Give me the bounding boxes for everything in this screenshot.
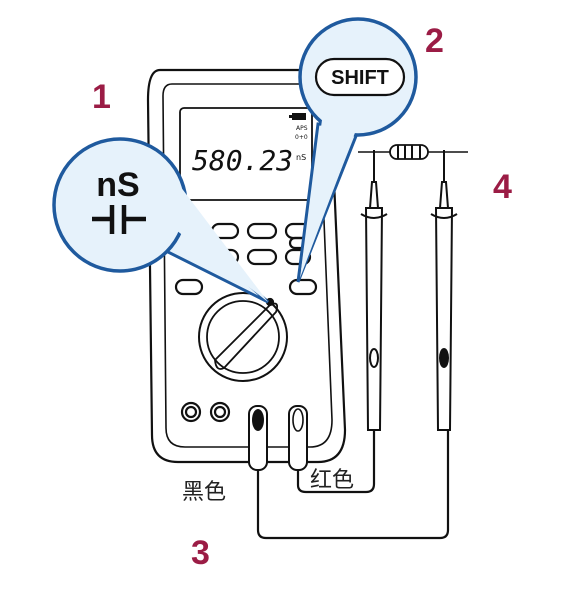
black-lead-plug — [248, 405, 268, 471]
shift-callout-button — [314, 57, 406, 97]
battery-icon — [292, 113, 306, 120]
shift-callout-label: SHIFT — [331, 67, 389, 89]
button-row2-b[interactable] — [246, 248, 278, 266]
jack-a-inner — [184, 405, 198, 419]
step-2-label: 2 — [425, 22, 444, 60]
function-callout: nS — [52, 137, 270, 304]
multimeter — [146, 68, 347, 464]
step-3-label: 3 — [191, 534, 210, 572]
lcd-sub-indicator: 0+0 — [295, 134, 308, 141]
black-lead-label: 黑色 — [182, 480, 227, 505]
resistor-icon — [358, 144, 468, 160]
lcd-content: APS 0+0 580.23 nS — [192, 113, 308, 177]
button-row3-a[interactable] — [174, 278, 204, 296]
shift-button[interactable] — [288, 278, 318, 296]
jack-b-inner — [213, 405, 227, 419]
jack-b — [209, 401, 231, 423]
lcd-unit: nS — [296, 153, 306, 162]
lcd-screen — [179, 107, 313, 201]
step-4-label: 4 — [493, 168, 512, 206]
probe-wire — [256, 430, 450, 540]
red-lead-wire — [296, 430, 376, 494]
shift-callout: SHIFT — [296, 17, 418, 283]
button-row2-c[interactable] — [284, 248, 312, 266]
rotary-dial-ring — [198, 292, 288, 382]
lcd-aps-indicator: APS — [296, 125, 308, 132]
jack-a — [180, 401, 202, 423]
meter-case — [146, 68, 347, 464]
step-1-label: 1 — [92, 78, 111, 116]
button-row1-b[interactable] — [246, 222, 278, 240]
black-test-probe — [430, 150, 458, 431]
red-test-probe — [360, 150, 388, 431]
callout-ns-label: nS — [96, 166, 139, 204]
red-lead-label: 红色 — [310, 468, 355, 493]
red-lead-plug — [288, 405, 308, 471]
capacitor-symbol — [92, 205, 146, 234]
lcd-reading: 580.23 — [192, 144, 293, 177]
dial-pointer — [214, 302, 279, 370]
rotary-dial-icon[interactable] — [206, 300, 280, 374]
